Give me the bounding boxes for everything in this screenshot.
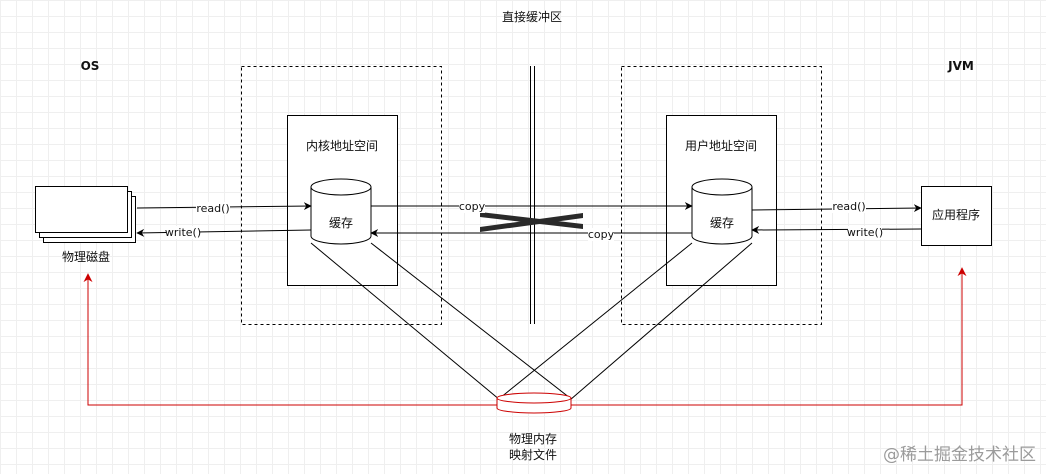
label-bg [848, 226, 882, 239]
label-bg [588, 228, 614, 241]
os-label: OS [81, 59, 100, 73]
app-write-label: write() [847, 226, 883, 239]
diagram-title: 直接缓冲区 [502, 9, 562, 24]
watermark: @稀土掘金技术社区 [883, 445, 1036, 465]
disk-write-arrow [136, 228, 312, 237]
blocked-cross-icon [480, 212, 583, 232]
mapping-line [569, 242, 753, 401]
mapping-line [370, 242, 571, 399]
mmap-label-line2: 映射文件 [509, 447, 557, 462]
mapping-line [310, 242, 501, 401]
mmap-file-cylinder [496, 392, 572, 414]
kernel-buffer-label: 缓存 [329, 216, 353, 230]
application-box [921, 186, 992, 246]
label-bg [196, 202, 230, 215]
mmap-label-line1: 物理内存 [509, 432, 557, 446]
kernel-address-space-label: 内核地址空间 [306, 139, 378, 153]
kernel-region [241, 66, 442, 325]
mmap-to-disk-arrow [83, 273, 497, 406]
application-label: 应用程序 [932, 207, 980, 222]
label-bg [459, 200, 485, 213]
user-region [621, 66, 822, 325]
copy-to-kernel-label: copy [588, 228, 615, 241]
disk-write-label: write() [165, 226, 201, 239]
physical-disk-icon [35, 186, 136, 243]
user-buffer-cylinder [691, 178, 753, 245]
jvm-label: JVM [947, 59, 974, 73]
app-read-label: read() [832, 200, 865, 213]
copy-to-user-label: copy [459, 200, 486, 213]
label-bg [832, 200, 866, 213]
app-write-arrow [751, 225, 922, 234]
user-buffer-label: 缓存 [710, 216, 734, 230]
mmap-to-app-arrow [571, 267, 967, 406]
physical-disk-label: 物理磁盘 [62, 249, 110, 264]
kernel-buffer-cylinder [310, 178, 372, 245]
label-bg [166, 226, 200, 239]
disk-read-label: read() [196, 202, 229, 215]
mapping-line [499, 242, 693, 399]
user-address-space-label: 用户地址空间 [685, 138, 757, 153]
